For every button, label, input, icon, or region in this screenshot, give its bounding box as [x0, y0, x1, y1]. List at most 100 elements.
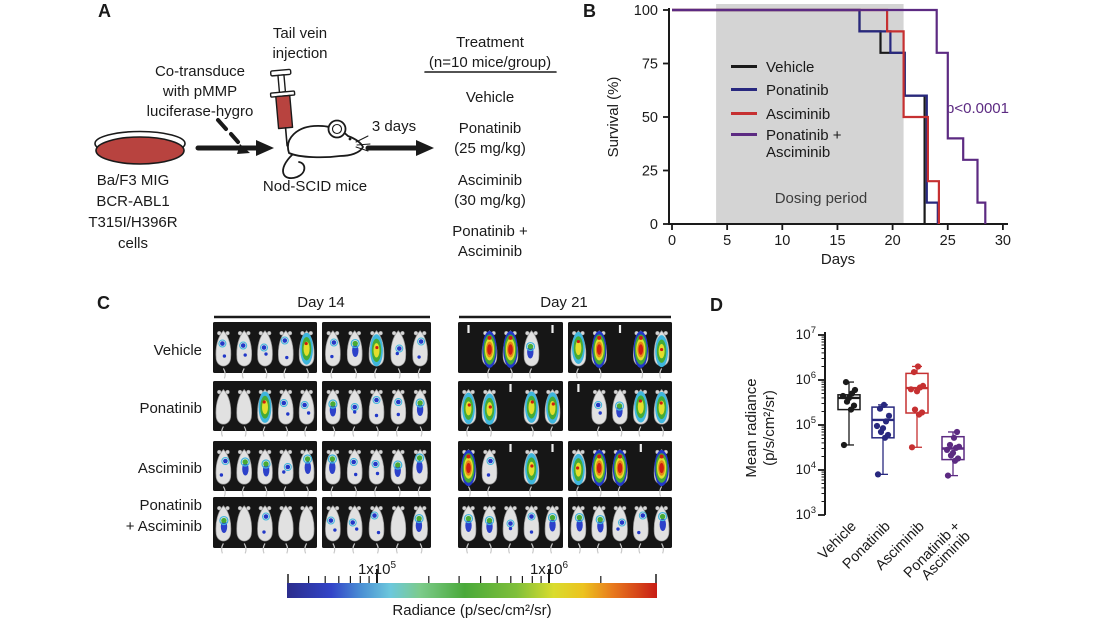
mice-panel — [458, 497, 563, 554]
b-xtick-label: 0 — [668, 233, 676, 249]
data-point — [840, 441, 848, 449]
mouse-whiskers — [355, 135, 371, 152]
data-point — [919, 382, 927, 389]
data-point — [910, 369, 918, 376]
panel-c-label: C — [97, 293, 110, 313]
panel-a-graphics — [94, 68, 557, 180]
data-point — [845, 394, 853, 401]
data-point — [911, 406, 919, 413]
arrow-2-head — [416, 140, 434, 156]
legend-label-ponatinib: Ponatinib — [766, 82, 829, 99]
mouse-eye — [348, 137, 352, 141]
b-xtick-label: 10 — [774, 233, 790, 249]
data-point — [949, 449, 957, 456]
data-point — [850, 402, 858, 409]
mice-panel — [322, 497, 431, 554]
survival-curve-ponatinib — [672, 8, 939, 224]
b-xtick-label: 5 — [723, 233, 731, 249]
mice-panel — [458, 381, 563, 437]
imaged-mouse — [368, 388, 385, 425]
treatment-combo-1: Ponatinib + — [452, 223, 528, 240]
imaged-mouse — [277, 330, 294, 367]
mice-panel — [568, 322, 672, 379]
b-ytick-label: 25 — [642, 164, 658, 180]
treatment-ponatinib-dose: (25 mg/kg) — [454, 140, 526, 157]
mice-panel — [458, 441, 563, 497]
row-label-asciminib: Asciminib — [137, 460, 202, 477]
data-point — [851, 386, 859, 394]
tailvein-line-2: injection — [272, 45, 328, 62]
imaged-mouse — [215, 330, 232, 367]
imaged-mouse — [236, 505, 253, 542]
pvalue-annotation: p<0.0001 — [946, 100, 1009, 117]
treatment-ponatinib: Ponatinib — [458, 120, 522, 137]
b-ytick-label: 50 — [642, 110, 658, 126]
b-ytick-label: 0 — [650, 217, 658, 233]
radiance-caption: Radiance (p/sec/cm²/sr) — [392, 602, 552, 619]
mice-panel — [322, 322, 431, 379]
treatment-asciminib-dose: (30 mg/kg) — [454, 192, 526, 209]
data-point — [842, 379, 850, 386]
data-point — [950, 434, 958, 441]
row-label-vehicle: Vehicle — [153, 342, 202, 359]
mice-panel — [322, 441, 431, 497]
data-point — [954, 455, 962, 462]
imaged-mouse — [215, 388, 232, 425]
imaged-mouse — [236, 388, 253, 425]
scale-label-1e6-base: 1x10 — [529, 561, 563, 578]
legend-swatch-asciminib — [731, 112, 757, 115]
scale-label-1e6: 1x106 — [530, 556, 568, 580]
day21-header: Day 21 — [540, 294, 588, 311]
b-xtick-label: 25 — [940, 233, 956, 249]
panel-a-label: A — [98, 1, 111, 21]
cells-line-1: Ba/F3 MIG — [96, 172, 170, 189]
mouse-body — [287, 124, 364, 159]
cotransduce-line-3: luciferase-hygro — [146, 103, 254, 120]
mice-panel — [568, 441, 672, 497]
data-point — [880, 401, 888, 408]
dashed-arrow-head — [237, 144, 250, 154]
data-point — [874, 471, 882, 478]
mice-panel — [322, 381, 431, 437]
survival-curve-asciminib — [672, 8, 940, 224]
data-point — [907, 386, 915, 393]
legend-swatch-ponatinib — [731, 88, 757, 91]
legend-swatch-vehicle — [731, 65, 757, 68]
imaged-mouse — [277, 505, 294, 542]
data-point — [879, 425, 887, 432]
row-label-combo-1: Ponatinib — [139, 497, 202, 514]
imaged-mouse — [390, 388, 407, 425]
data-point — [839, 392, 847, 400]
cells-line-2: BCR-ABL1 — [96, 193, 170, 210]
tailvein-line-1: Tail vein — [272, 25, 328, 42]
imaged-mouse — [368, 448, 385, 485]
mice-panel — [458, 322, 563, 379]
legend-label-combo-2: Asciminib — [766, 144, 831, 161]
data-point — [914, 363, 922, 370]
cotransduce-line-2: with pMMP — [162, 83, 238, 100]
panel-c-images — [213, 315, 672, 598]
data-point — [955, 443, 963, 450]
mice-panel — [213, 497, 317, 554]
mice-panel — [213, 381, 317, 437]
interval-label: 3 days — [371, 118, 417, 135]
data-point — [953, 428, 961, 436]
mouse-tail — [282, 153, 306, 180]
d-ytick-label: 104 — [796, 460, 816, 477]
imaged-mouse — [236, 330, 253, 367]
panel-b-ylabel: Survival (%) — [605, 76, 622, 158]
d-ytick-label: 105 — [796, 415, 816, 432]
imaged-mouse — [298, 388, 315, 425]
mice-panel — [568, 381, 672, 437]
imaged-mouse — [298, 505, 315, 542]
panel-b-xlabel: Days — [820, 251, 856, 268]
legend-label-vehicle: Vehicle — [766, 59, 815, 76]
mice-panel — [213, 441, 317, 497]
radiance-colorbar — [287, 583, 657, 598]
dosing-period-label: Dosing period — [774, 190, 868, 207]
scale-label-1e5-base: 1x10 — [357, 561, 391, 578]
imaged-mouse — [325, 330, 341, 367]
cotransduce-line-1: Co-transduce — [154, 63, 246, 80]
